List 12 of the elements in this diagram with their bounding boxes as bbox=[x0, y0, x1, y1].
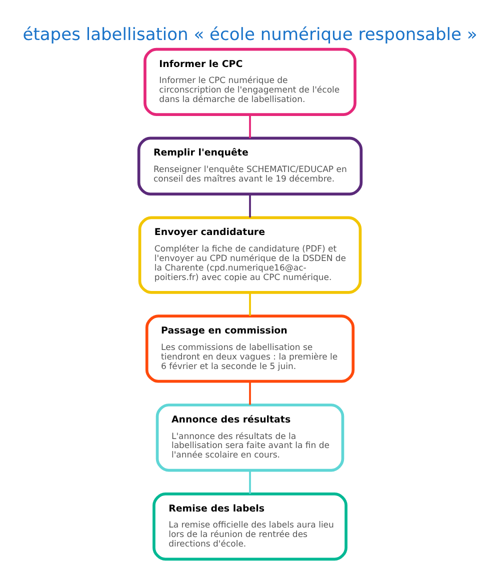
connector bbox=[249, 292, 251, 316]
node-box: Envoyer candidature Compléter la fiche de candidature (PDF) et l'envoyer au CPD numérique de la DSDEN de la Charente (cpd.numerique16@ac-poitiers.fr) avec copie au CPC numérique. bbox=[138, 216, 362, 294]
diagram-title: étapes labellisation « école numérique responsable » bbox=[22, 25, 478, 46]
node-box: Remplir l'enquête Renseigner l'enquête SCHEMATIC/EDUCAP en conseil des maîtres avant le 19 décembre. bbox=[137, 136, 363, 196]
node-box: Remise des labels La remise officielle des labels aura lieu lors de la réunion de rentrée des directions d'école. bbox=[152, 492, 348, 561]
node-box: Informer le CPC Informer le CPC numérique de circonscription de l'engagement de l'école dans la démarche de labellisation. bbox=[144, 48, 356, 116]
connector bbox=[249, 194, 251, 218]
node-box: Annonce des résultats L'annonce des résultats de la labellisation sera faite avant la fin de l'année scolaire en cours. bbox=[156, 404, 344, 472]
connector bbox=[249, 114, 251, 138]
connector bbox=[249, 470, 251, 494]
connector bbox=[249, 382, 251, 405]
node-box: Passage en commission Les commissions de labellisation se tiendront en deux vagues : la première le 6 février et la seconde le 5 juin. bbox=[145, 314, 355, 383]
